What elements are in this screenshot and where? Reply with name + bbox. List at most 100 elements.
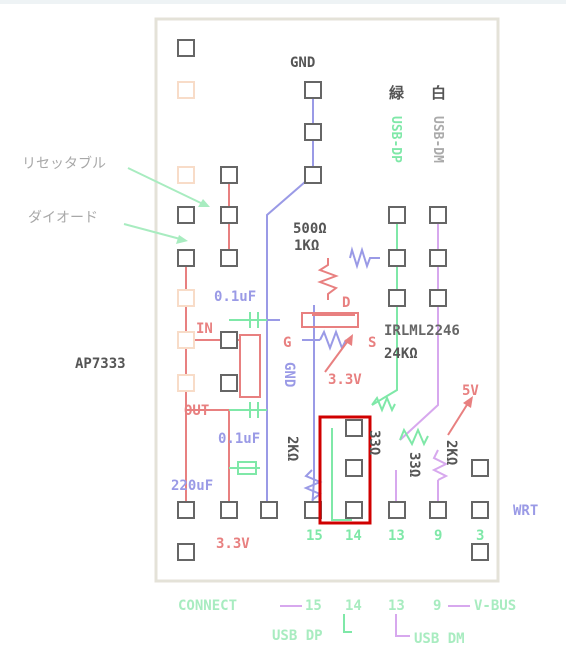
legend-dp-line [343,614,352,633]
label-wrt: WRT [513,503,538,519]
solder-pad [471,459,489,477]
label-green-jp: 緑 [389,84,405,102]
label-in: IN [196,321,213,337]
capacitor-01-top [249,312,259,328]
arrow-head-resettable [198,199,210,207]
solder-pad [429,501,447,519]
solder-pad [429,206,447,224]
solder-pad [345,419,363,437]
legend-9: 9 [433,598,441,614]
solder-pad [345,459,363,477]
label-r-1k: 1KΩ [294,238,319,254]
solder-pad [260,501,278,519]
solder-pad [177,166,195,184]
arrow-head-5v [463,396,473,408]
arrow-5v [447,399,471,436]
mosfet-body [301,312,359,328]
label-r-33-a: 33Ω [366,430,382,455]
resistor-33-b [431,449,449,481]
solder-pad [304,166,322,184]
solder-pad [220,331,238,349]
arrow-head-diode [176,235,188,244]
green-wire-dp [371,215,398,406]
label-cap-220: 220uF [171,478,213,494]
solder-pad [471,543,489,561]
arrow-33v [324,337,351,373]
label-pin-15: 15 [306,528,323,544]
label-diode: ダイオード [28,210,98,226]
solder-pad [177,543,195,561]
label-pin-13: 13 [388,528,405,544]
label-gnd: GND [290,55,315,71]
legend-15: 15 [305,598,322,614]
label-pin-9: 9 [434,528,442,544]
resistor-24k [371,395,396,413]
legend-dm-line [395,614,410,637]
solder-pad [429,249,447,267]
label-usb-dp-vertical: USB-DP [388,116,403,163]
solder-pad [304,81,322,99]
solder-pad [177,331,195,349]
label-g: G [283,335,291,351]
label-usb-dm-vertical: USB-DM [430,116,445,163]
solder-pad [304,123,322,141]
highlight-box [318,415,372,525]
purple-wire-dm [399,215,439,441]
legend-connect: CONNECT [178,598,237,614]
solder-pad [220,166,238,184]
resistor-500 [349,246,380,270]
solder-pad [177,374,195,392]
label-resettable: リセッタブル [22,155,106,172]
capacitor-01-bottom [249,402,259,418]
solder-pad [177,206,195,224]
top-strip [0,0,566,4]
solder-pad [177,39,195,57]
arrow-resettable [127,167,206,206]
solder-pad [220,374,238,392]
label-irlml: IRLML2246 [384,323,460,339]
solder-pad [388,501,406,519]
solder-pad [177,501,195,519]
solder-pad [388,289,406,307]
label-r-2k: 2KΩ [284,436,300,461]
green-wire-14 [331,428,352,521]
label-r-500: 500Ω [293,221,327,237]
resistor-1k [317,258,339,300]
label-r-24k: 24KΩ [384,346,418,362]
label-ap7333: AP7333 [75,356,126,372]
solder-pad [177,81,195,99]
label-cap-01-top: 0.1uF [214,289,256,305]
label-d: D [342,295,350,311]
solder-pad [220,501,238,519]
ap7333-body [239,334,261,398]
label-s: S [368,335,376,351]
label-r-2k-right: 2KΩ [443,440,459,465]
label-v5: 5V [462,383,479,399]
solder-pad [388,249,406,267]
solder-pad [429,289,447,307]
legend-vbus: V-BUS [474,598,516,614]
legend-14: 14 [345,598,362,614]
solder-pad [388,206,406,224]
label-out: OUT [184,403,209,419]
solder-pad [471,501,489,519]
legend-13: 13 [388,598,405,614]
label-pin-14: 14 [345,528,362,544]
solder-pad [177,249,195,267]
label-gnd-vertical: GND [281,362,297,387]
label-cap-01-bottom: 0.1uF [218,431,260,447]
capacitor-220-body [237,461,257,475]
solder-pad [345,501,363,519]
label-v33-arrow: 3.3V [328,372,362,388]
label-white-jp: 白 [431,84,446,102]
solder-pad [220,206,238,224]
label-v33-bottom: 3.3V [216,536,250,552]
arrow-head-33v [344,334,353,346]
legend-usb-dp: USB DP [272,628,323,644]
legend-usb-dm: USB DM [414,631,465,647]
arrow-diode [123,223,185,241]
resistor-33-a [399,427,429,447]
label-pin-3: 3 [476,528,484,544]
solder-pad [220,249,238,267]
